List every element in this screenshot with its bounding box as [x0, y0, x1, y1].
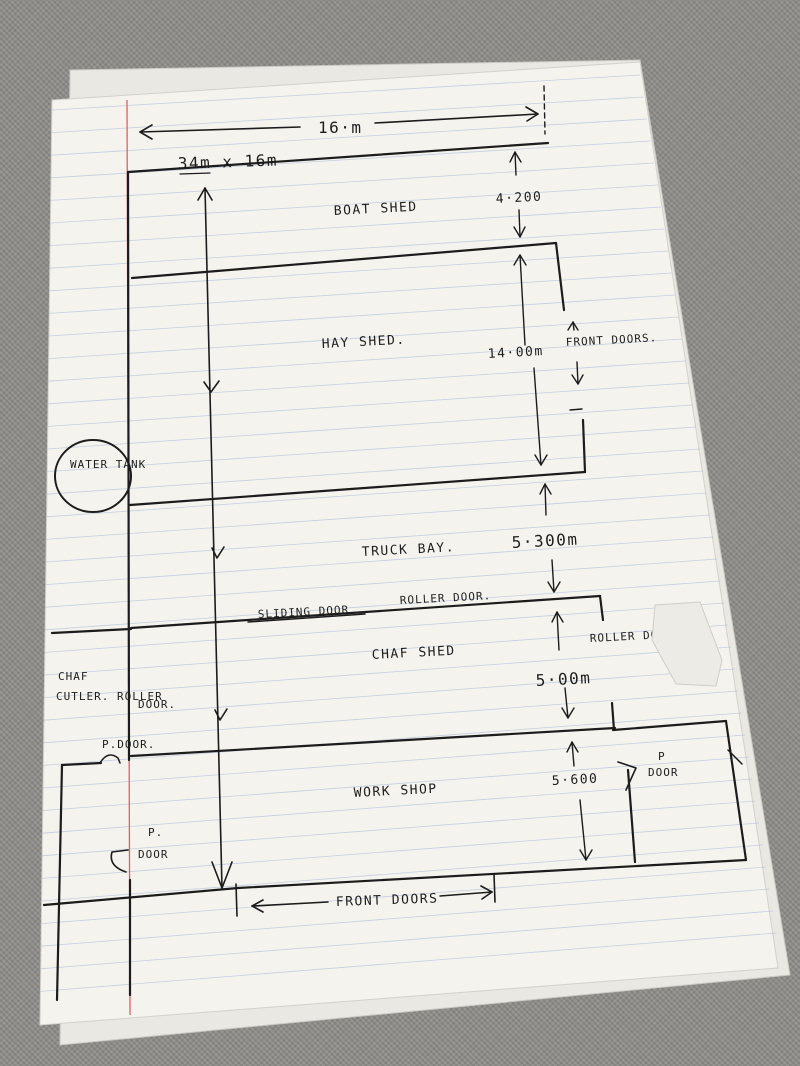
- p-door-right-label-1: P: [658, 750, 666, 763]
- ruled-line: [44, 624, 728, 676]
- ruled-line: [43, 712, 742, 766]
- boat-shed-label: BOAT SHED: [333, 200, 418, 219]
- ruled-line: [45, 536, 714, 585]
- hay-shed-label: HAY SHED.: [321, 333, 406, 352]
- ruled-line: [41, 822, 760, 879]
- ruled-line: [51, 118, 648, 156]
- ruled-line: [49, 250, 669, 292]
- chaf-cutter-label-line1: CHAF: [58, 670, 89, 683]
- ruled-line: [50, 206, 662, 246]
- truck-bay-label: TRUCK BAY.: [361, 540, 455, 560]
- hay-shed-front-doors-arrow: [567, 321, 584, 411]
- water-tank-circle: [54, 439, 132, 513]
- hay-shed-dimension-label: 14·00m: [487, 344, 544, 362]
- ruled-line: [48, 338, 683, 382]
- work-shop-label: WORK SHOP: [353, 782, 438, 801]
- p-door-left-swing: [110, 849, 129, 873]
- hay-shed-front-doors-label: FRONT DOORS.: [565, 331, 657, 349]
- ruled-line: [42, 800, 756, 857]
- ruled-line: [50, 162, 655, 201]
- ruled-line: [45, 580, 721, 631]
- front-doors-dimension: [235, 873, 496, 917]
- ruled-line: [49, 228, 665, 269]
- ruled-line: [40, 910, 774, 970]
- ruled-line: [40, 932, 777, 992]
- ruled-line: [41, 844, 763, 902]
- chaf-cutter-label-line3: DOOR.: [138, 698, 176, 711]
- ruled-line: [47, 426, 697, 472]
- sliding-door-mark: [247, 613, 366, 623]
- ruled-line: [48, 360, 686, 405]
- ruled-line: [46, 448, 700, 495]
- ruled-line: [43, 690, 739, 744]
- paper-sheet: [39, 61, 779, 1026]
- hay-shed-dimension-arrow: [513, 254, 548, 466]
- work-shop-dimension-label: 5·600: [551, 772, 598, 789]
- ruled-line: [42, 734, 746, 789]
- overall-width-label: 16·m: [318, 118, 363, 137]
- p-door-left-label-1: P.: [148, 826, 163, 839]
- overall-size-underline: [179, 172, 211, 175]
- work-shop-dimension-arrow: [566, 741, 593, 861]
- ruled-line: [50, 184, 658, 224]
- overall-width-dimension: [139, 85, 546, 140]
- ruled-line: [46, 492, 707, 540]
- ruled-line: [40, 888, 770, 947]
- roller-door-label: ROLLER DOOR.: [399, 589, 491, 607]
- ruled-line: [46, 470, 704, 518]
- p-door-right-label-2: DOOR: [648, 766, 679, 779]
- p-door-top-swing: [99, 754, 121, 764]
- chaf-shed-dimension-label: 5·00m: [535, 668, 592, 690]
- p-door-left-label-2: DOOR: [138, 848, 169, 861]
- chaf-shed-dimension-arrow: [551, 611, 575, 719]
- ruled-line: [44, 602, 725, 653]
- p-door-right-swing: [617, 761, 637, 791]
- ruled-line: [42, 778, 753, 834]
- truck-bay-dimension-arrow: [539, 483, 561, 593]
- ruled-line: [48, 294, 676, 337]
- ruled-line: [44, 646, 732, 698]
- front-doors-label: FRONT DOORS: [336, 891, 439, 910]
- ruled-line: [47, 382, 690, 427]
- overall-length-arrow: [197, 187, 233, 889]
- ruled-line: [41, 866, 767, 924]
- p-door-top-label: P.DOOR.: [102, 738, 155, 751]
- ruled-line: [43, 668, 735, 721]
- ruled-line: [49, 272, 672, 314]
- boat-shed-dimension-label: 4·200: [495, 190, 542, 207]
- truck-bay-dimension-label: 5·300m: [511, 530, 579, 552]
- building-outline: [42, 141, 748, 1002]
- ruled-line: [47, 404, 693, 450]
- ruled-line: [51, 74, 641, 111]
- ruled-lines: [40, 74, 777, 992]
- chaf-shed-label: CHAF SHED: [371, 644, 456, 663]
- chaf-cutter-label-line2: CUTLER. ROLLER: [56, 690, 163, 703]
- ruled-line: [45, 558, 718, 608]
- tape-patch: [651, 601, 723, 687]
- ruled-line: [45, 514, 711, 563]
- end-door-mark: [727, 749, 743, 765]
- boat-shed-dimension-arrow: [509, 151, 526, 238]
- water-tank-label: WATER TANK: [70, 458, 146, 471]
- ruled-line: [51, 140, 651, 179]
